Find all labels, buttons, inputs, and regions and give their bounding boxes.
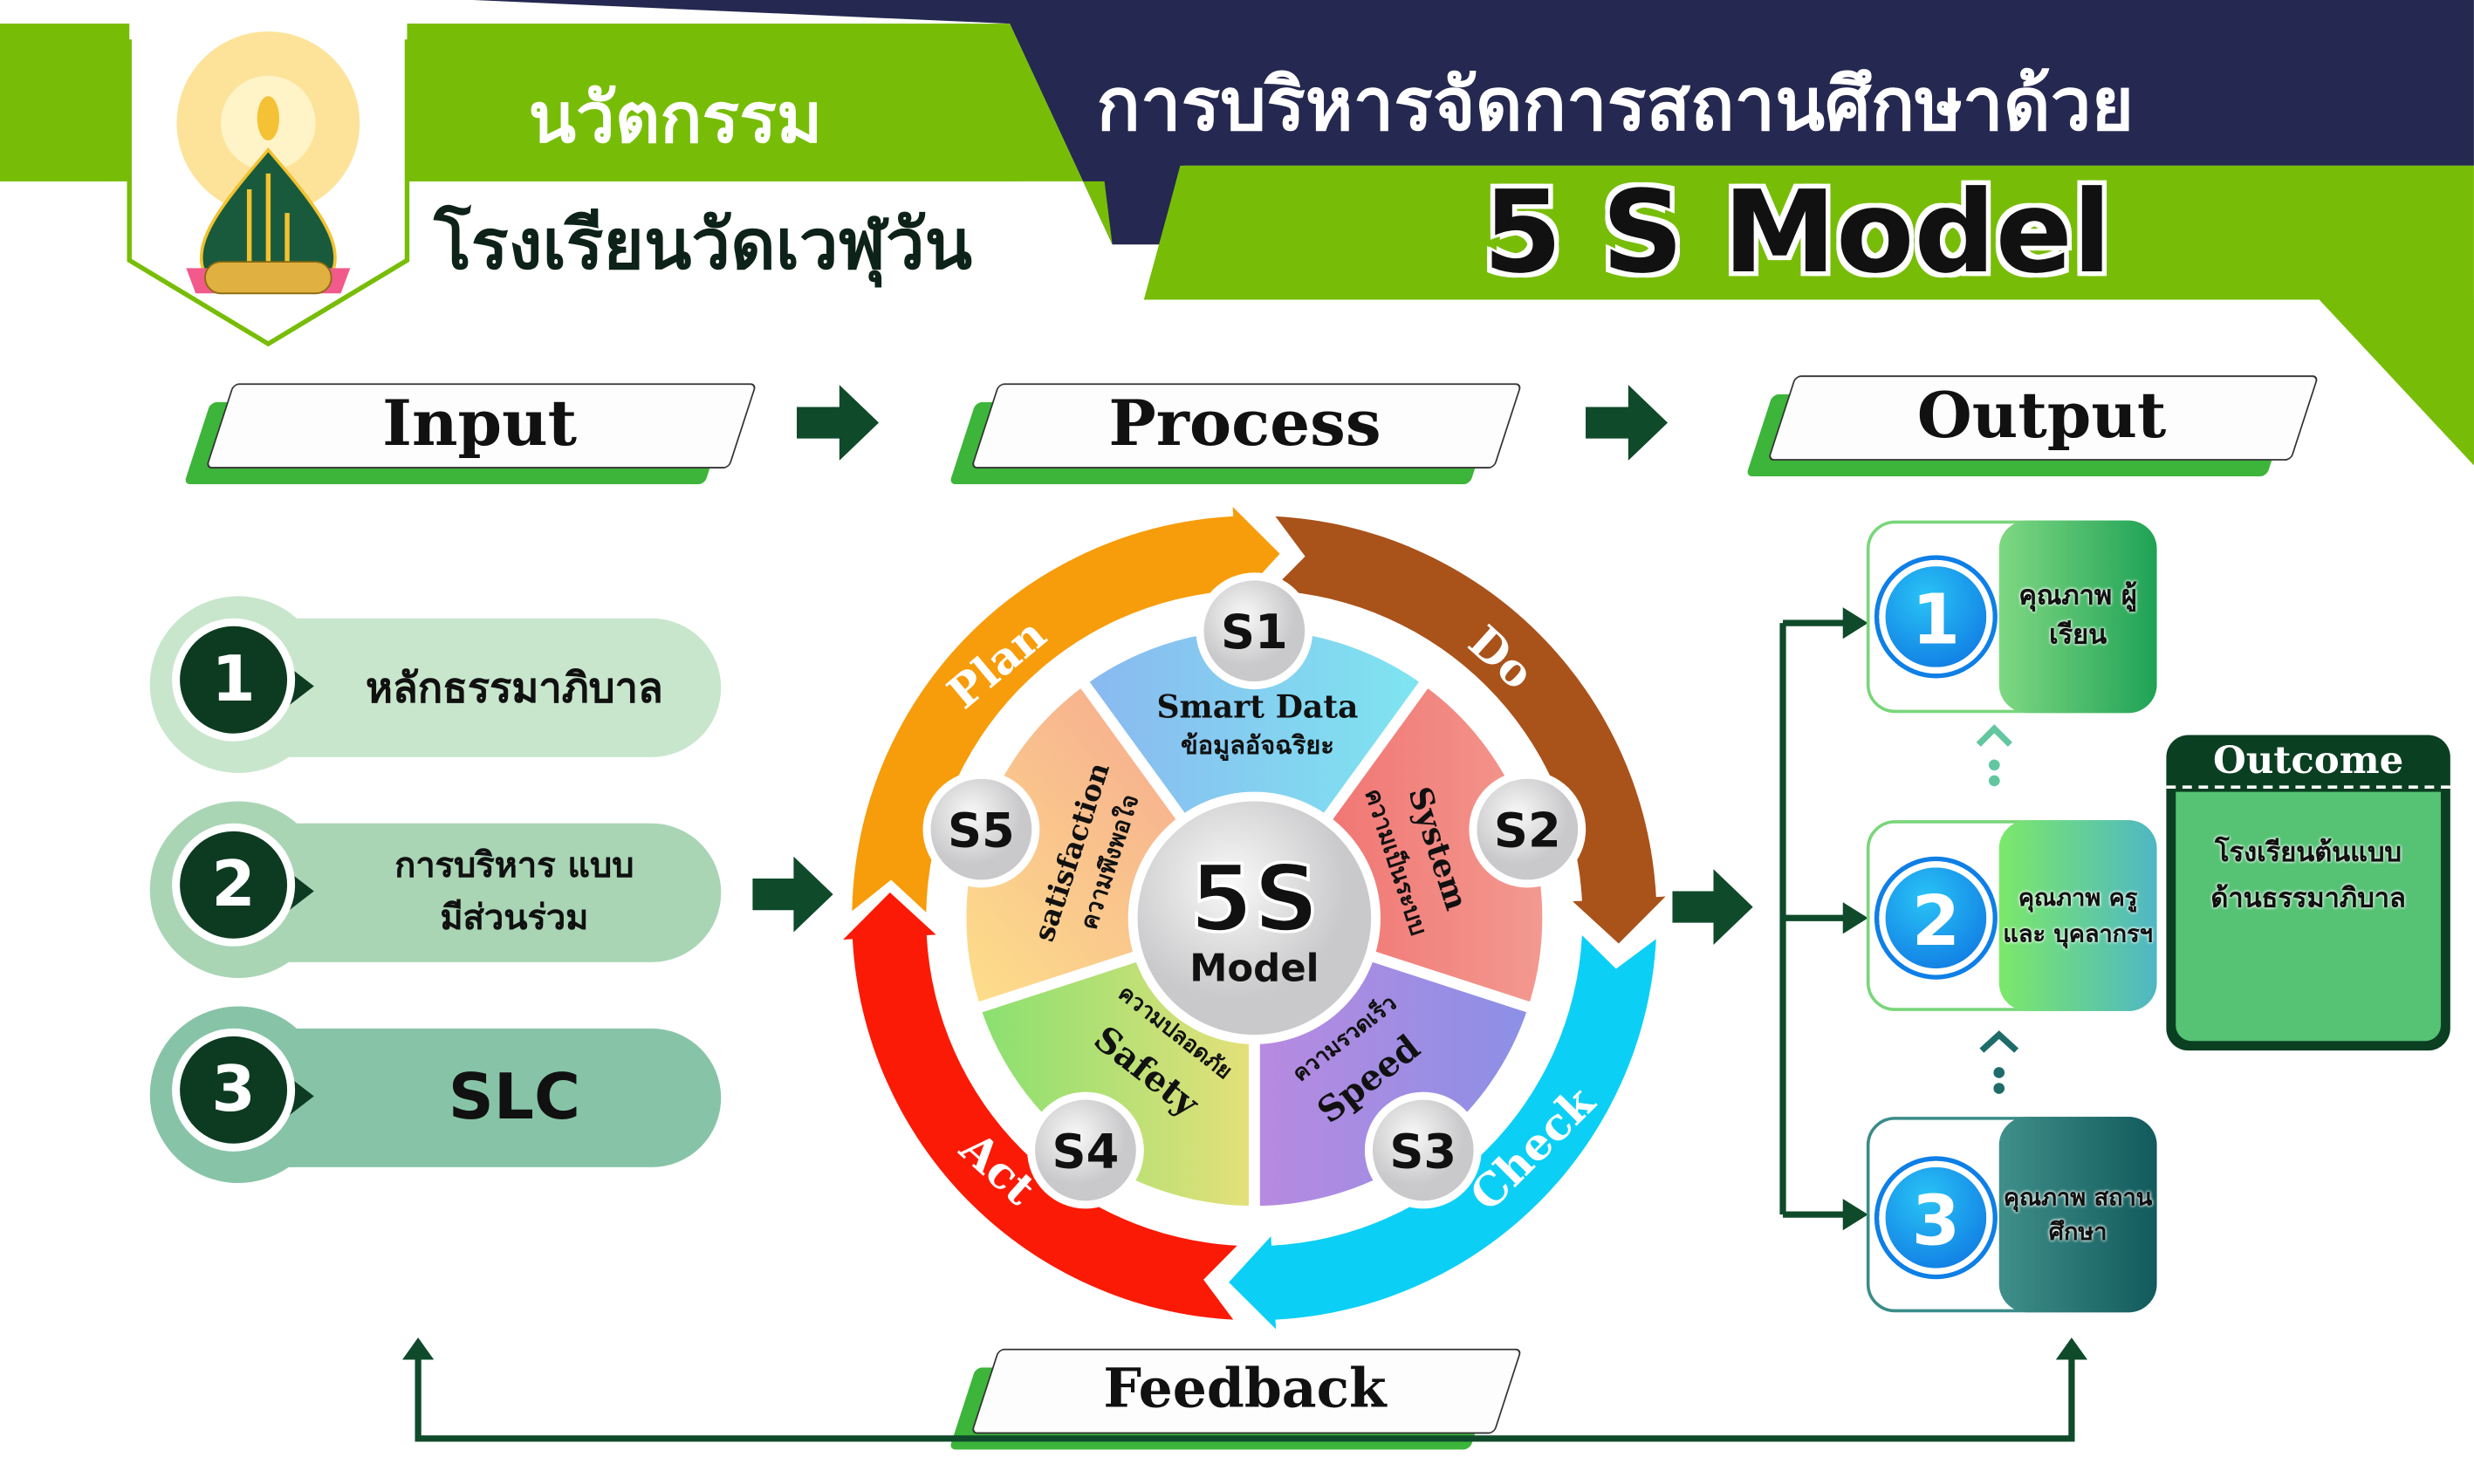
center-model-label: Model <box>1189 947 1319 991</box>
main-title: การบริหารจัดการสถานศึกษาด้วย <box>1096 61 2135 147</box>
input-label: หลักธรรมาภิบาล <box>365 665 663 713</box>
navy-band <box>473 0 2474 245</box>
input-heading: Input <box>382 386 578 461</box>
output-banner: Output <box>1745 375 2320 479</box>
sun-rays-icon <box>176 31 360 215</box>
s2-badge: S2 <box>1469 770 1587 888</box>
phase-arrow-plan <box>852 507 1280 913</box>
feedback-heading: Feedback <box>1103 1357 1387 1422</box>
model-title: 5 S Model <box>1481 163 2114 300</box>
output-label: คุณภาพ สถานศึกษา <box>1998 1117 2157 1313</box>
output-item-1: 1 คุณภาพ ผู้เรียน <box>1866 520 2157 714</box>
input-label: SLC <box>448 1061 581 1134</box>
center-hub: 5S Model <box>1127 791 1381 1044</box>
input-number: 3 <box>172 1028 296 1152</box>
input-number: 2 <box>172 823 296 947</box>
lime-band-bottom <box>1143 165 2474 466</box>
arrow-right-icon <box>1672 869 1753 945</box>
process-banner: Process <box>949 383 1523 487</box>
s1-en-label: Smart Data <box>1156 688 1358 726</box>
output-number-badge: 1 <box>1879 559 1993 674</box>
feedback-arrow-up-icon <box>2055 1337 2087 1360</box>
outcome-title: Outcome <box>2166 735 2450 789</box>
dotted-arrow-up-icon <box>1976 724 2012 787</box>
input-banner: Input <box>183 383 757 487</box>
school-name: โรงเรียนวัดเวฬุวัน <box>434 205 973 286</box>
outcome-text: โรงเรียนต้นแบบ ด้านธรรมาภิบาล <box>2176 791 2441 1042</box>
school-logo <box>111 0 427 355</box>
innovation-label: นวัตกรรม <box>528 79 823 160</box>
phase-arrow-check <box>1229 934 1656 1330</box>
s1-badge: S1 <box>1196 572 1313 690</box>
arrow-head-icon <box>1842 902 1868 934</box>
s1-th-label: ข้อมูลอัจฉริยะ <box>1181 730 1334 761</box>
outcome-box: Outcome โรงเรียนต้นแบบ ด้านธรรมาภิบาล <box>2166 735 2450 1051</box>
arrow-head-icon <box>1842 607 1868 639</box>
output-item-2: 2 คุณภาพ ครู และ บุคลากรฯ <box>1866 820 2157 1011</box>
output-item-3: 3 คุณภาพ สถานศึกษา <box>1866 1117 2157 1313</box>
phase-arrow-act <box>843 892 1237 1320</box>
arrow-right-icon <box>797 385 880 461</box>
phase-arrow-do <box>1271 516 1666 944</box>
s5-badge-label: S5 <box>948 803 1015 858</box>
s3-badge: S3 <box>1364 1091 1482 1209</box>
s5-badge: S5 <box>922 770 1040 888</box>
s2-badge-label: S2 <box>1494 803 1561 858</box>
feedback-banner: Feedback <box>949 1348 1523 1453</box>
s1-badge-label: S1 <box>1221 605 1288 660</box>
center-5s-label: 5S <box>1189 846 1319 953</box>
output-label: คุณภาพ ผู้เรียน <box>1998 520 2157 714</box>
arrow-head-icon <box>1842 1199 1868 1231</box>
s3-badge-label: S3 <box>1389 1124 1456 1179</box>
input-item-1: 1 หลักธรรมาภิบาล <box>149 596 722 773</box>
output-heading: Output <box>1916 378 2167 453</box>
input-item-2: 2 การบริหาร แบบมีส่วนร่วม <box>149 801 722 978</box>
input-number: 1 <box>172 618 296 742</box>
arrow-right-icon <box>1586 385 1669 461</box>
output-label: คุณภาพ ครู และ บุคลากรฯ <box>1998 820 2157 1011</box>
s4-badge-label: S4 <box>1052 1124 1120 1179</box>
input-label: การบริหาร แบบมีส่วนร่วม <box>394 846 634 939</box>
output-number-badge: 3 <box>1879 1160 1993 1275</box>
process-heading: Process <box>1108 386 1381 461</box>
feedback-arrow-up-icon <box>402 1337 435 1360</box>
s4-badge: S4 <box>1027 1091 1144 1209</box>
dotted-arrow-up-icon <box>1979 1030 2019 1094</box>
input-item-3: 3 SLC <box>149 1006 722 1183</box>
output-number-badge: 2 <box>1879 861 1993 975</box>
arrow-right-icon <box>752 856 833 933</box>
